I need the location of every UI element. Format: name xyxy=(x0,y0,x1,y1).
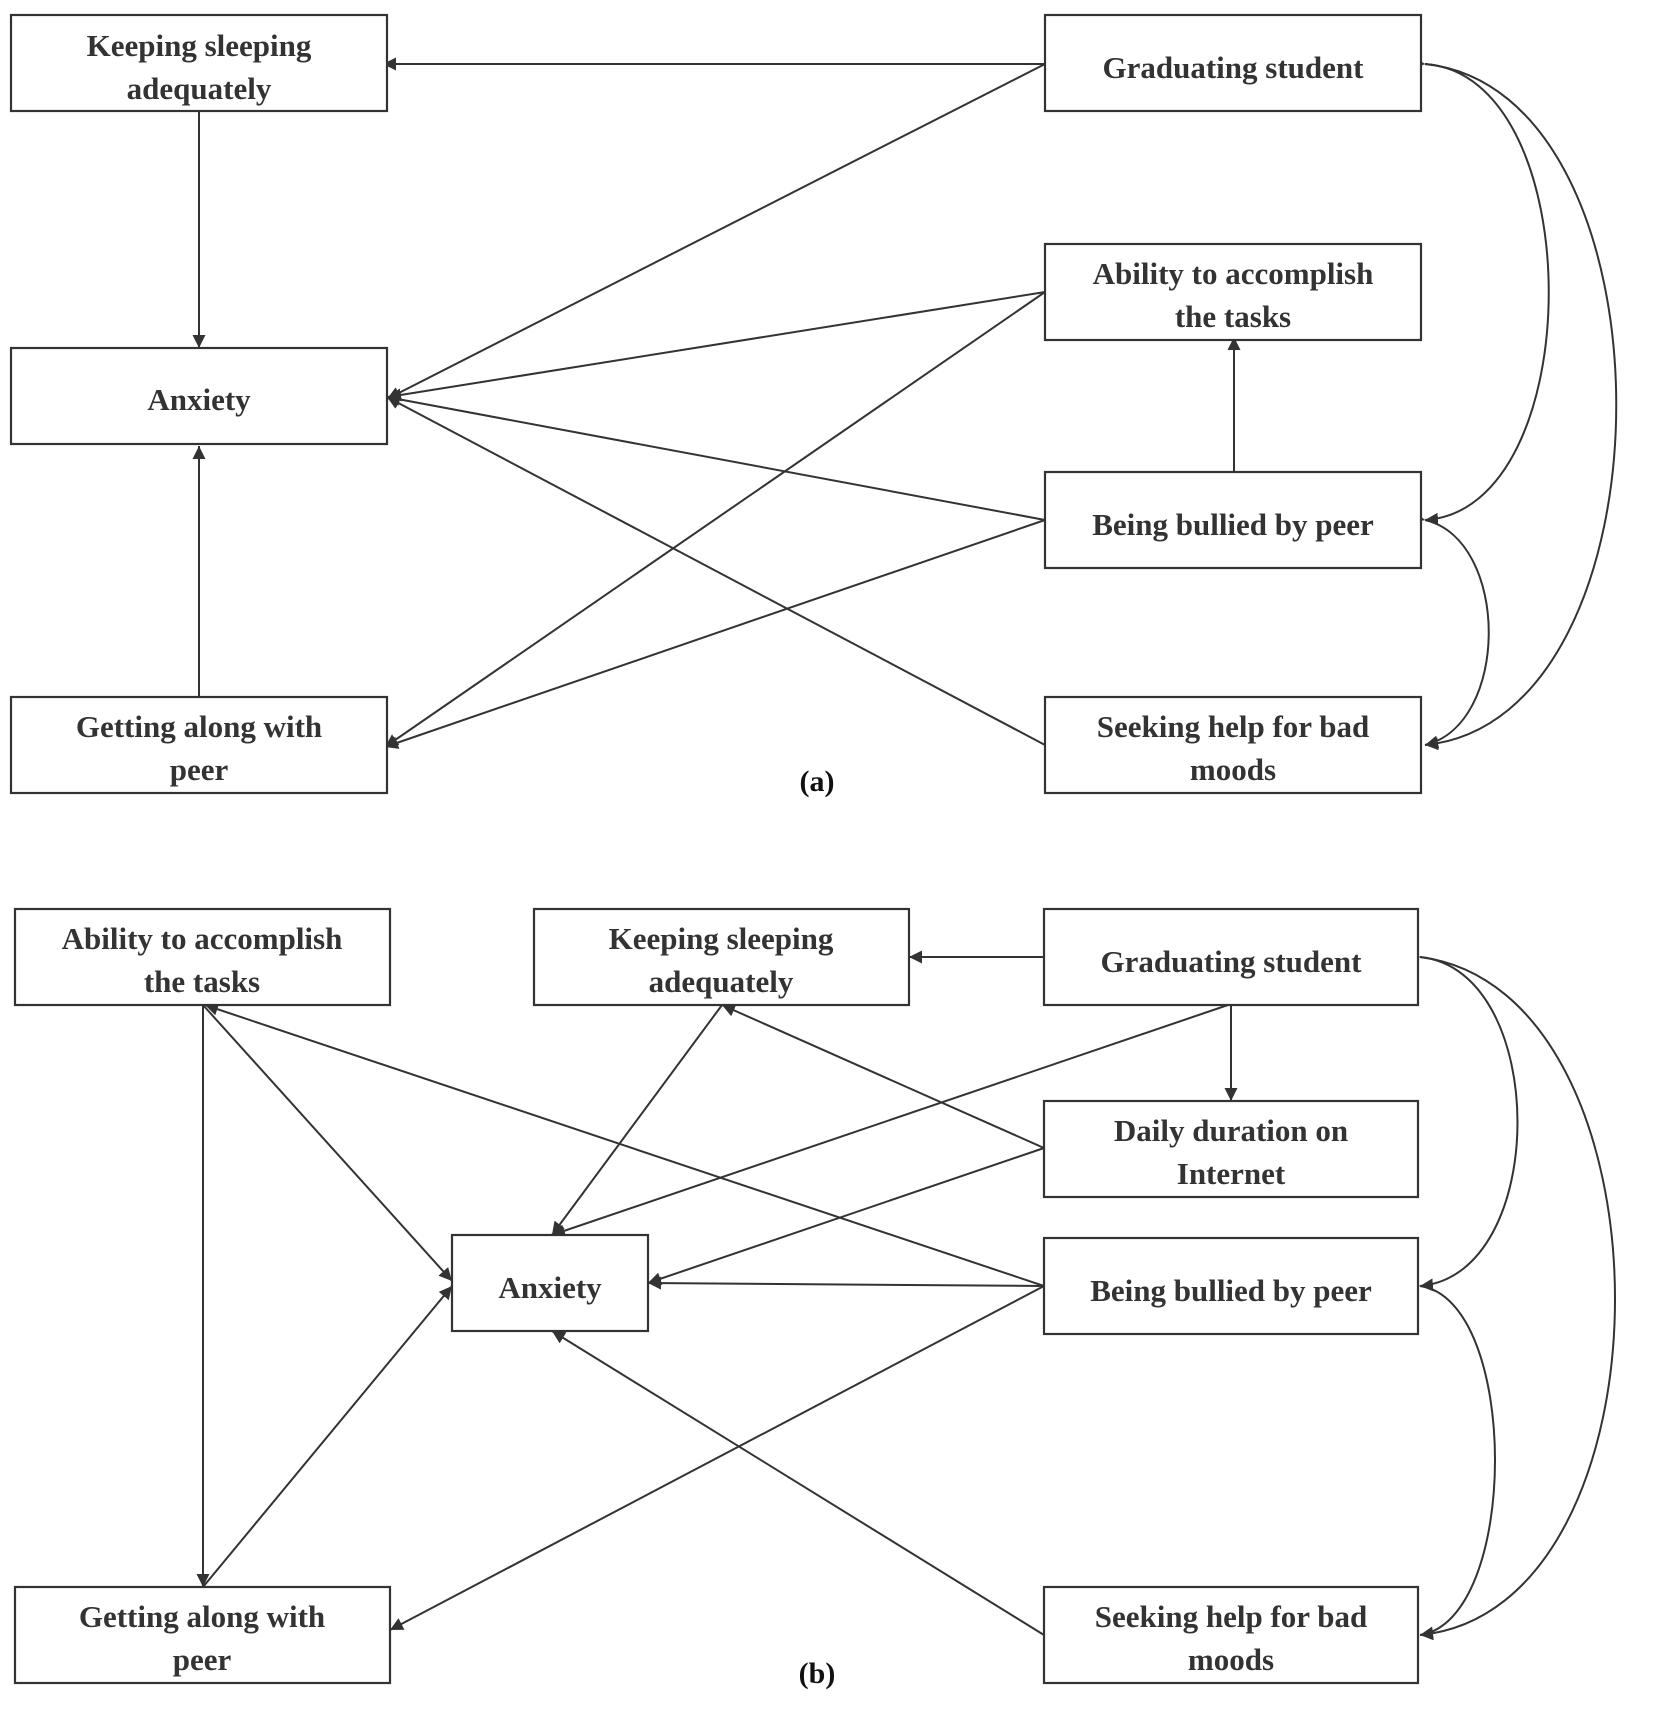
node-ability-tasks: Ability to accomplish the tasks xyxy=(13,907,392,1007)
node-daily-internet: Daily duration on Internet xyxy=(1042,1099,1420,1199)
node-keeping-sleeping-line-2: adequately xyxy=(127,71,272,106)
node-ability-tasks-line-1: Ability to accomplish xyxy=(62,921,343,956)
edge-grad-to-anxiety xyxy=(386,63,1046,400)
correlation-grad-help xyxy=(1406,948,1616,1641)
node-getting-along-line-2: peer xyxy=(170,752,229,787)
node-seeking-help-line-1: Seeking help for bad xyxy=(1097,709,1369,744)
node-seeking-help-line-2: moods xyxy=(1188,1642,1274,1677)
edge-internet-to-sleep xyxy=(721,1004,1045,1149)
node-keeping-sleeping: Keeping sleeping adequately xyxy=(532,907,911,1007)
node-daily-internet-line-1: Daily duration on xyxy=(1114,1113,1348,1148)
node-keeping-sleeping-line-1: Keeping sleeping xyxy=(609,921,834,956)
node-being-bullied: Being bullied by peer xyxy=(1043,470,1423,570)
node-getting-along: Getting along with peer xyxy=(9,695,389,795)
node-anxiety-label: Anxiety xyxy=(147,382,251,417)
edge-bullied-to-tasks xyxy=(204,1002,1045,1287)
node-keeping-sleeping-line-2: adequately xyxy=(649,964,794,999)
node-getting-along-line-1: Getting along with xyxy=(76,709,322,744)
correlation-bullied-help xyxy=(1406,1277,1496,1640)
edge-grad-to-anxiety xyxy=(551,1004,1229,1237)
node-keeping-sleeping: Keeping sleeping adequately xyxy=(9,13,389,113)
node-graduating-student-label: Graduating student xyxy=(1103,50,1365,85)
edge-bullied-to-peer xyxy=(389,1285,1045,1631)
edge-peer-to-anxiety xyxy=(202,1285,453,1588)
node-anxiety-label: Anxiety xyxy=(498,1270,602,1305)
node-ability-tasks: Ability to accomplish the tasks xyxy=(1043,242,1423,342)
node-ability-tasks-line-2: the tasks xyxy=(1175,299,1291,334)
edge-help-to-anxiety xyxy=(551,1330,1045,1636)
edge-bullied-to-peer xyxy=(384,519,1046,749)
node-seeking-help-line-2: moods xyxy=(1190,752,1276,787)
edge-internet-to-anxiety xyxy=(647,1147,1045,1285)
node-being-bullied-label: Being bullied by peer xyxy=(1092,507,1374,542)
node-getting-along-line-1: Getting along with xyxy=(79,1599,325,1634)
node-graduating-student: Graduating student xyxy=(1042,907,1420,1007)
panel-a: Keeping sleeping adequately Anxiety Gett… xyxy=(9,13,1618,798)
node-being-bullied-label: Being bullied by peer xyxy=(1090,1273,1372,1308)
node-graduating-student: Graduating student xyxy=(1043,13,1423,113)
correlation-grad-bullied xyxy=(1411,56,1550,526)
panel-a-label: (a) xyxy=(800,765,835,798)
node-ability-tasks-line-2: the tasks xyxy=(144,964,260,999)
node-anxiety: Anxiety xyxy=(450,1233,650,1333)
panel-b: Ability to accomplish the tasks Keeping … xyxy=(13,907,1616,1690)
node-ability-tasks-line-1: Ability to accomplish xyxy=(1093,256,1374,291)
edge-tasks-to-anxiety xyxy=(387,291,1046,402)
edge-sleep-to-anxiety xyxy=(551,1004,723,1236)
panel-b-label: (b) xyxy=(799,1657,836,1690)
node-getting-along: Getting along with peer xyxy=(13,1585,392,1685)
correlation-grad-help xyxy=(1411,56,1618,751)
edge-bullied-to-anxiety xyxy=(647,1276,1045,1290)
node-keeping-sleeping-line-1: Keeping sleeping xyxy=(87,28,312,63)
node-seeking-help-line-1: Seeking help for bad xyxy=(1095,1599,1367,1634)
node-seeking-help: Seeking help for bad moods xyxy=(1042,1585,1420,1685)
node-being-bullied: Being bullied by peer xyxy=(1042,1236,1420,1336)
edge-help-to-anxiety xyxy=(386,396,1046,746)
edge-bullied-to-anxiety xyxy=(386,392,1046,521)
correlation-bullied-help xyxy=(1410,510,1490,749)
node-daily-internet-line-2: Internet xyxy=(1177,1156,1286,1191)
node-anxiety: Anxiety xyxy=(9,346,389,446)
edge-tasks-to-peer xyxy=(384,291,1046,748)
node-graduating-student-label: Graduating student xyxy=(1101,944,1363,979)
edge-tasks-to-anxiety xyxy=(202,1004,453,1282)
correlation-grad-bullied xyxy=(1406,949,1519,1292)
node-getting-along-line-2: peer xyxy=(173,1642,232,1677)
node-seeking-help: Seeking help for bad moods xyxy=(1043,695,1423,795)
